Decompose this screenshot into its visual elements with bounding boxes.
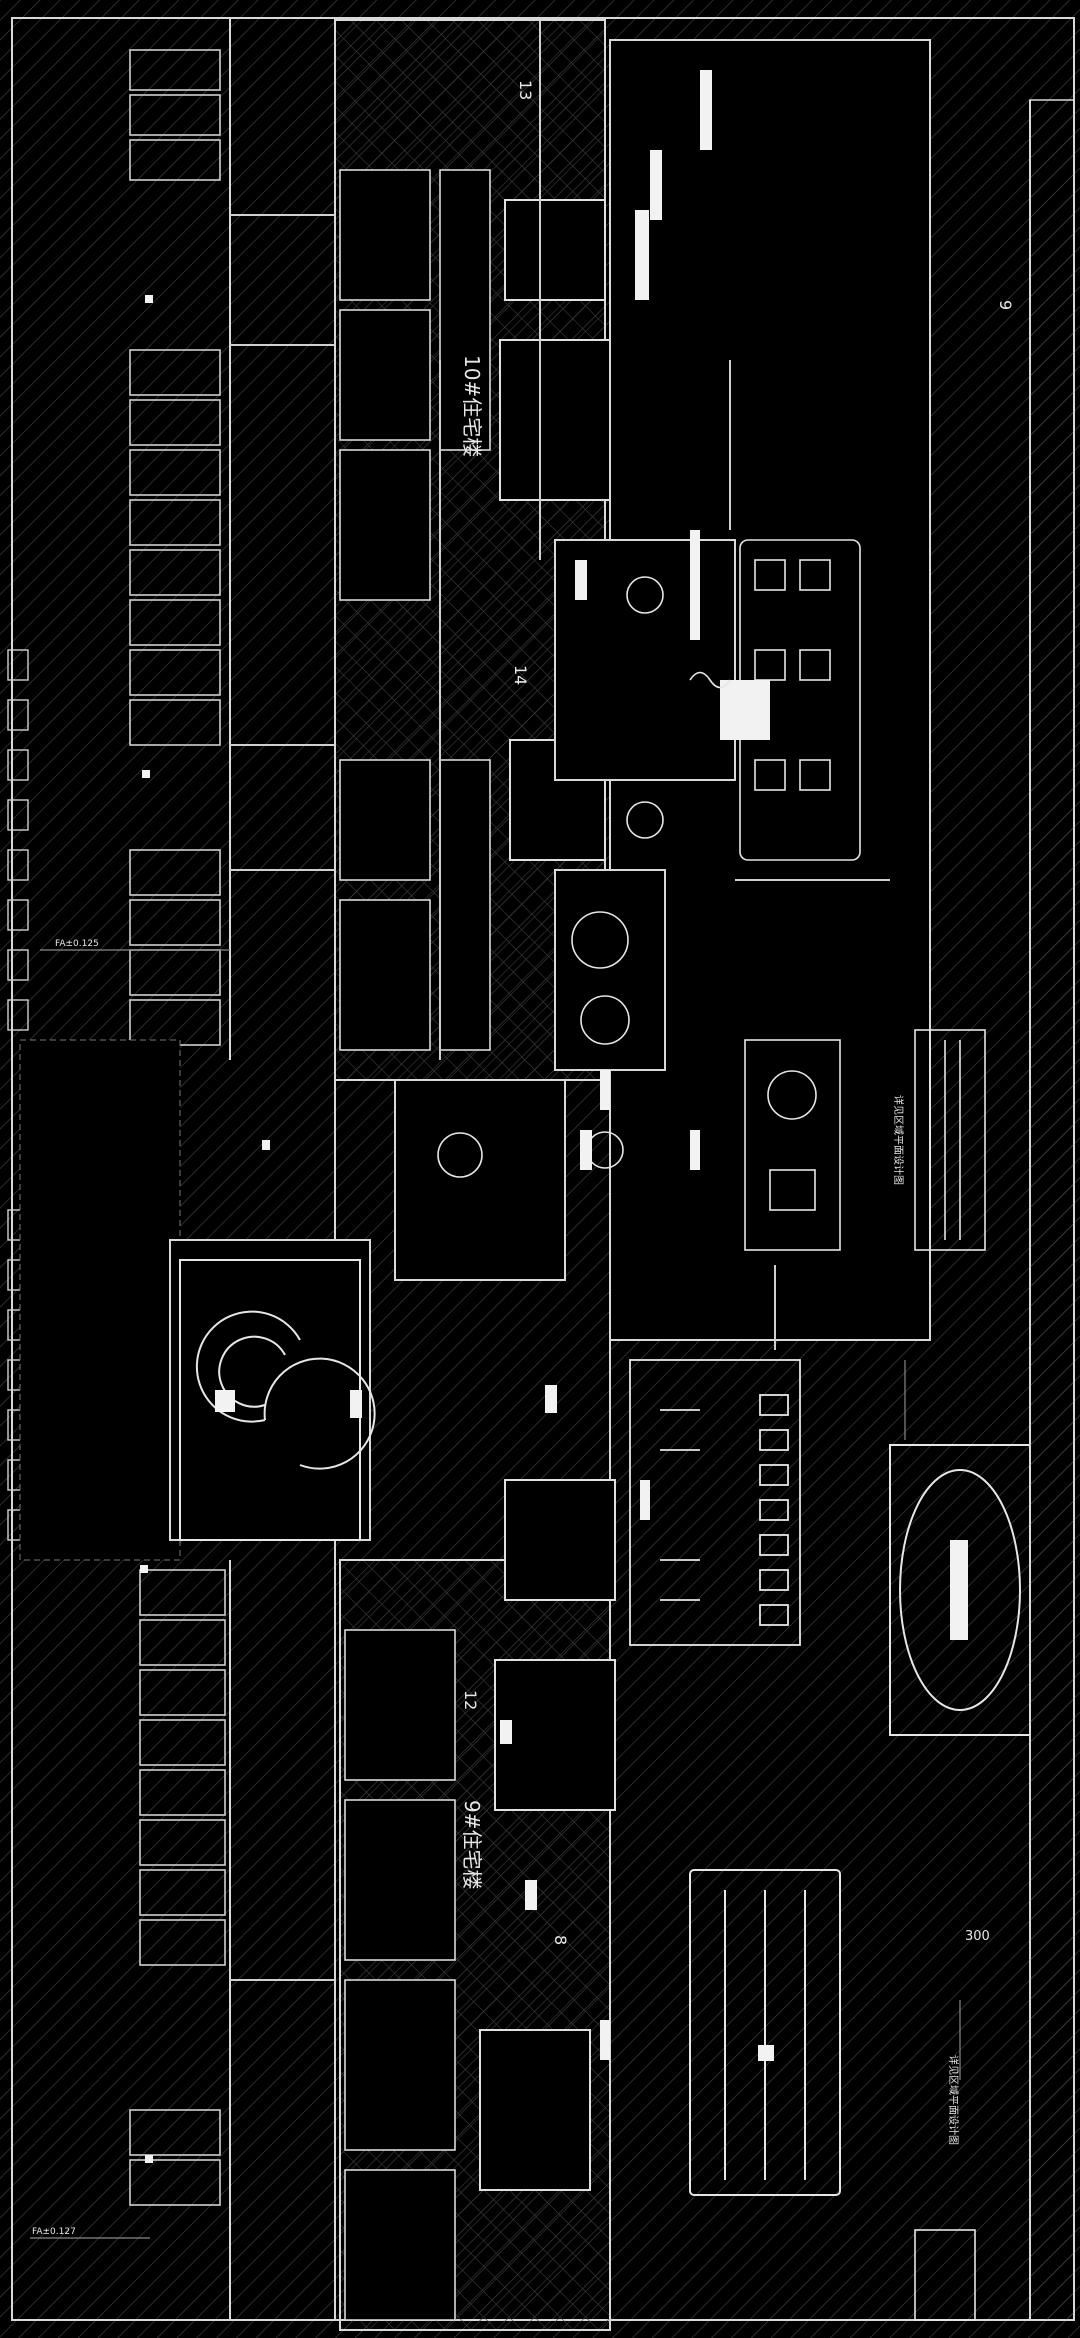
unit-strip-lower [339, 1559, 611, 2331]
spiral-stair [179, 1259, 376, 1541]
central-lobby [169, 39, 931, 1541]
stair-cores [479, 199, 616, 2191]
right-stairs [914, 1029, 986, 2321]
pool [689, 1869, 841, 2196]
axis-8-label: 8 [551, 1935, 570, 1945]
dimension-300-label: 300 [965, 1929, 990, 1944]
level-mark-b: FA±0.127 [32, 2227, 76, 2237]
parking-stalls-upper [129, 49, 221, 1046]
axis-12-label: 12 [461, 1690, 480, 1710]
axis-13-label: 13 [516, 80, 535, 100]
dimension-lines [30, 949, 961, 2239]
reference-note-bottom: 详见区域平面设计图 [947, 2055, 960, 2145]
level-mark-a: FA±0.125 [55, 939, 99, 949]
axis-9-label: 9 [996, 300, 1015, 310]
axis-14-label: 14 [511, 665, 530, 685]
right-retaining-wall [1029, 99, 1075, 2321]
entry-void [19, 1039, 181, 1561]
lounge-furniture [571, 539, 861, 1045]
gym-room [629, 1359, 801, 1646]
building-9-label: 9#住宅楼 [460, 1800, 484, 1889]
fixture-marks [140, 70, 712, 2163]
interior-walls [230, 20, 890, 1981]
building-10-label: 10#住宅楼 [460, 355, 484, 457]
parking-stalls-lower [129, 1569, 226, 2206]
reference-note-top: 详见区域平面设计图 [892, 1095, 905, 1185]
